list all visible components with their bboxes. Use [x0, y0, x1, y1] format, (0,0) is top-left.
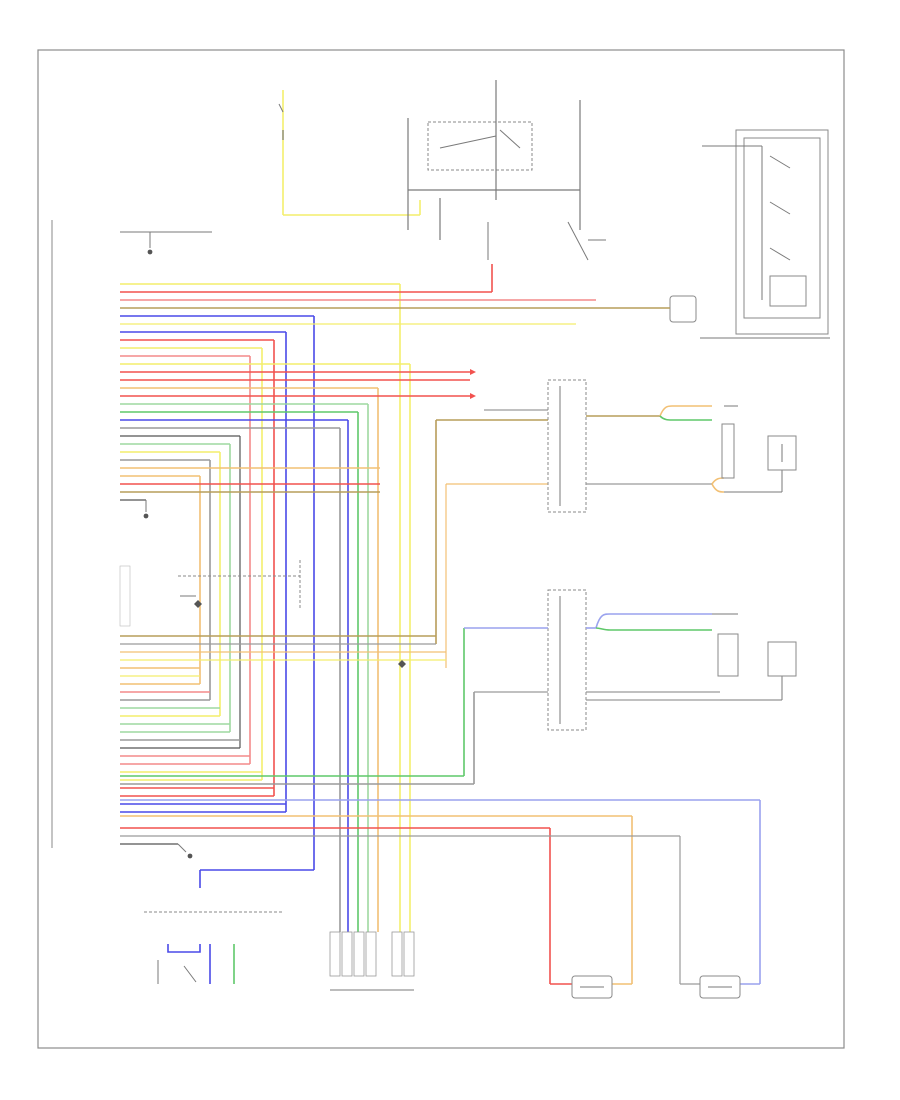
diagram-frame: [37, 49, 845, 1049]
bottom-left-connector: [144, 869, 314, 984]
top-relay: [407, 80, 606, 261]
front-passenger-wires: [586, 405, 783, 493]
fuse-box: [700, 129, 830, 339]
left-rear-sensor: [550, 975, 632, 999]
upper-harness: [120, 264, 670, 932]
lower-harness: [120, 628, 761, 984]
front-passenger-sensor: [721, 423, 735, 479]
right-rear-sensor: [680, 958, 761, 999]
driver-wires: [464, 613, 783, 701]
junction-marker: [194, 600, 202, 608]
top-switch: [278, 90, 420, 216]
front-passenger-module: [547, 379, 587, 513]
front-passenger-item: [767, 435, 797, 471]
junction-marker: [398, 660, 406, 668]
bottom-bundle: [329, 931, 415, 991]
driver-module: [547, 589, 587, 731]
inner-dash-box: [119, 560, 301, 627]
ground-left: [120, 231, 212, 255]
upper-branches: [435, 369, 548, 668]
fuse-connector: [669, 295, 697, 323]
driver-sensor: [717, 633, 739, 677]
driver-item: [767, 641, 797, 677]
